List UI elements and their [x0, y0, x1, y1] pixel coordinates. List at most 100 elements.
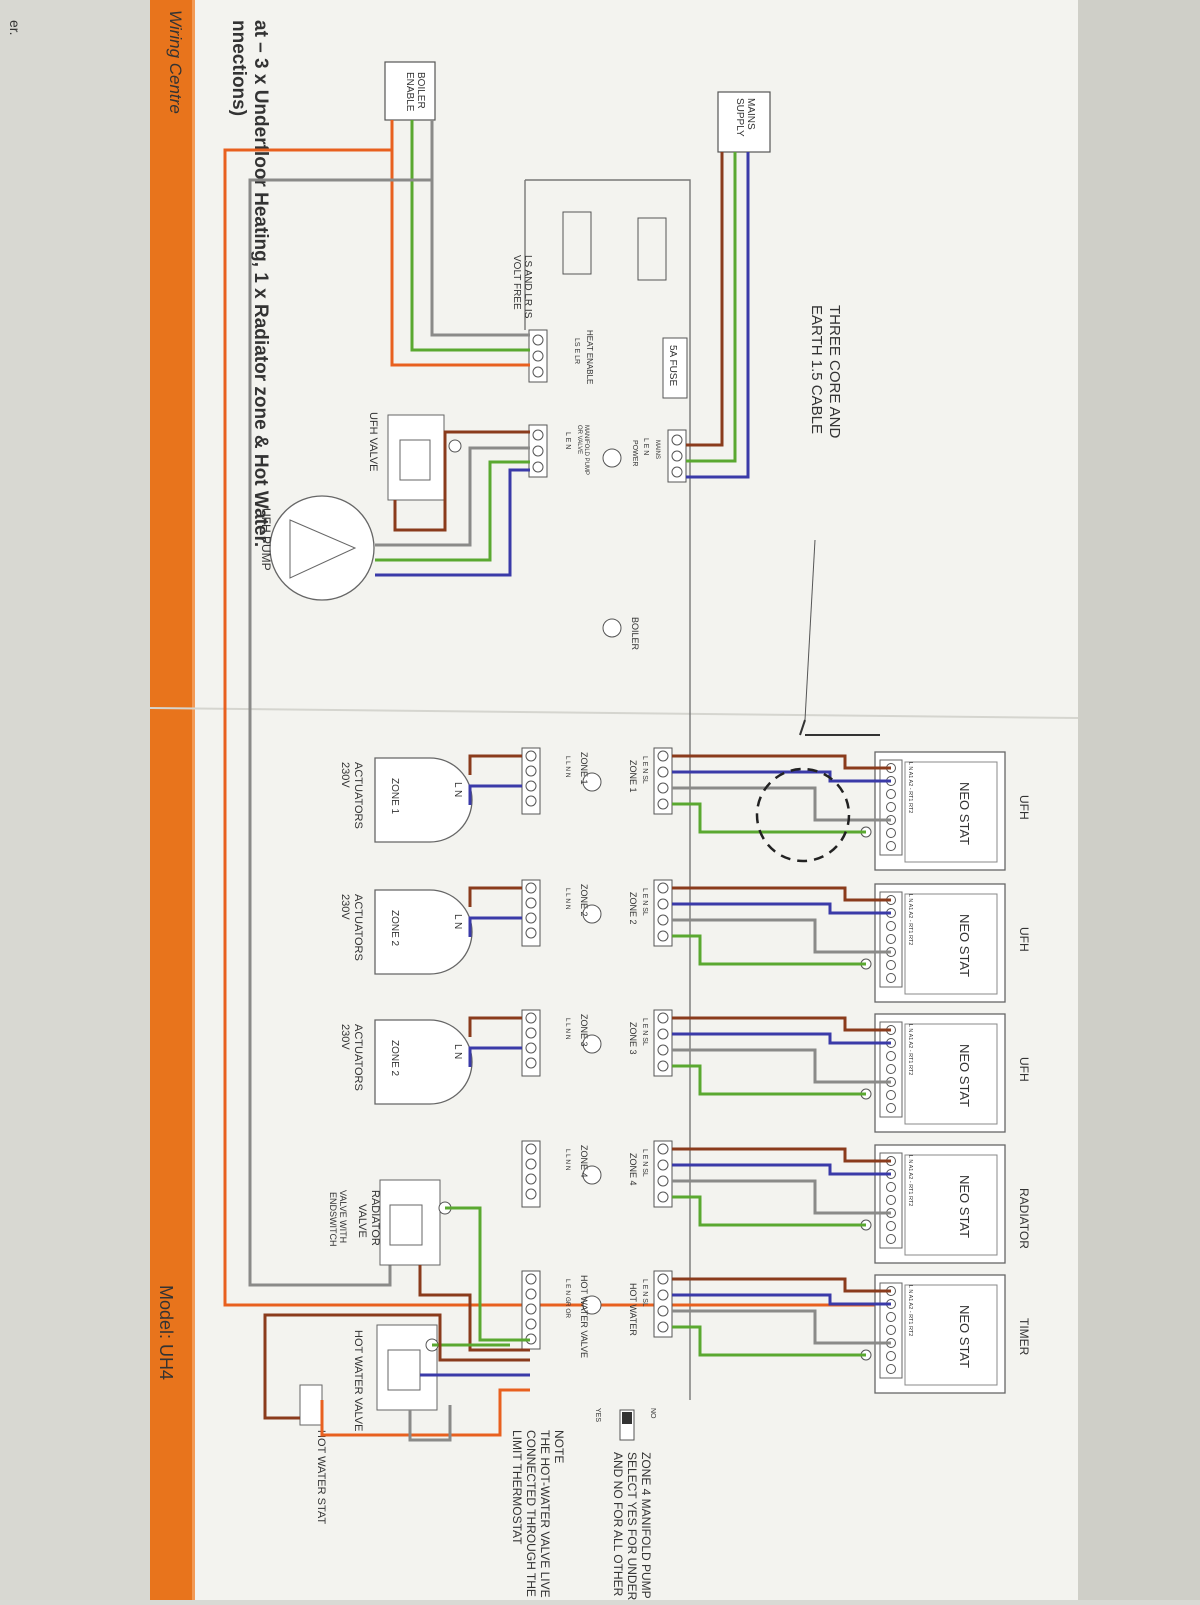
- note-line-2: CONNECTED THROUGH THE: [524, 1430, 538, 1597]
- thermostat-terminals: L N A1 A2 - RT1 RT2: [907, 762, 913, 813]
- model-label: Model: UH4: [156, 1285, 176, 1380]
- heat-enable-terms: LS E LR: [573, 338, 580, 364]
- diagram-title-line2: nnections): [228, 20, 249, 116]
- actuator-caption: ACTUATORS: [352, 762, 364, 829]
- boiler-enable-label: BOILER: [415, 72, 426, 109]
- boiler-enable-box: [384, 61, 436, 121]
- fuse-label: 5A FUSE: [667, 345, 678, 386]
- thermostat-name: NEO STAT: [957, 1044, 972, 1107]
- thermostat-heading: RADIATOR: [1017, 1188, 1031, 1249]
- cable-note: THREE CORE AND: [826, 305, 843, 439]
- mains-supply-label-2: SUPPLY: [734, 98, 745, 137]
- ufh-pump-label: UFH PUMP: [259, 508, 273, 571]
- zone-led: [582, 904, 602, 924]
- zone-top-terminals: L E N SL: [641, 888, 648, 916]
- power-label: POWER: [631, 440, 638, 466]
- cut-text: er.: [7, 20, 23, 36]
- manifold-len-label: L E N: [564, 432, 571, 449]
- thermostat-heading: UFH: [1017, 1057, 1031, 1082]
- zone-led: [582, 1295, 602, 1315]
- radiator-valve: [379, 1179, 441, 1266]
- actuator-voltage: 230V: [339, 762, 351, 788]
- zone-output-terminals: L E N GR OR: [564, 1279, 571, 1318]
- radiator-valve-label: RADIATOR: [369, 1190, 381, 1246]
- mains-len-label: L E N: [642, 438, 649, 455]
- zone-led: [582, 772, 602, 792]
- actuator-ln: L N: [452, 782, 463, 797]
- manifold-label-2: OR VALVE: [576, 425, 582, 454]
- zone-top-terminals: L E N SL: [641, 1018, 648, 1046]
- endswitch-label: VALVE WITH: [338, 1190, 348, 1243]
- zone-output-label: ZONE 1: [579, 752, 589, 785]
- ufh-pump: [269, 495, 375, 601]
- actuator-voltage: 230V: [339, 1024, 351, 1050]
- junction-highlight: [755, 767, 851, 863]
- thermostat-terminals: L N A1 A2 - RT1 RT2: [907, 894, 913, 945]
- zone-top-terminals: L E N SL: [641, 1149, 648, 1177]
- actuator-ln: L N: [452, 914, 463, 929]
- zone-label: HOT WATER: [628, 1283, 638, 1336]
- hot-water-stat-label: HOT WATER STAT: [315, 1430, 327, 1524]
- zone-output-label: ZONE 2: [579, 884, 589, 917]
- actuator-zone: ZONE 1: [389, 778, 400, 815]
- thermostat-name: NEO STAT: [957, 1305, 972, 1368]
- boiler-led: [602, 618, 622, 638]
- fuse-box: [662, 337, 688, 399]
- endswitch-label-2: ENDSWITCH: [328, 1192, 338, 1247]
- note-title: NOTE: [552, 1430, 566, 1463]
- zone-label: ZONE 2: [628, 892, 638, 925]
- radiator-valve-label-2: VALVE: [356, 1204, 368, 1238]
- thermostat-4: RADIATOR NEO STAT L N A1 A2 - RT1 RT2: [860, 1144, 1031, 1264]
- right-wiring: [263, 1206, 530, 1442]
- zone-output-terminals: L L N N: [564, 1018, 571, 1040]
- thermostat-terminals: L N A1 A2 - RT1 RT2: [907, 1285, 913, 1336]
- actuator-zone: ZONE 2: [389, 1040, 400, 1077]
- left-wiring: [223, 120, 1000, 1307]
- zone-label: ZONE 1: [628, 760, 638, 793]
- ufh-valve-label: UFH VALVE: [367, 412, 379, 472]
- note-line-3: LIMIT THERMOSTAT: [510, 1430, 524, 1545]
- switch-no-label: NO: [649, 1408, 656, 1419]
- note-line-1: THE HOT-WATER VALVE LIVE: [538, 1430, 552, 1598]
- thermostat-terminals: L N A1 A2 - RT1 RT2: [907, 1155, 913, 1206]
- orange-band: [150, 0, 192, 1600]
- manifold-label: MANIFOLD PUMP: [583, 425, 589, 475]
- zone-output-label: HOT WATER VALVE: [579, 1275, 589, 1358]
- mains-supply-label: MAINS: [745, 98, 756, 130]
- hot-water-stat: [299, 1384, 323, 1426]
- zone-top-terminals: L E N SL: [641, 756, 648, 784]
- boiler-enable-label-2: ENABLE: [404, 72, 415, 112]
- zone-output-terminals: L L N N: [564, 756, 571, 778]
- thermostat-name: NEO STAT: [957, 782, 972, 845]
- actuator-zone: ZONE 2: [389, 910, 400, 947]
- zone-label: ZONE 3: [628, 1022, 638, 1055]
- ufh-valve: [387, 414, 445, 501]
- boiler-led-label: BOILER: [630, 617, 640, 651]
- hot-water-valve-label: HOT WATER VALVE: [352, 1330, 364, 1431]
- thermostat-name: NEO STAT: [957, 1175, 972, 1238]
- ls-volt-free-note: LS AND LR IS: [522, 255, 533, 319]
- zone-label: ZONE 4: [628, 1153, 638, 1186]
- zone-top-terminals: L E N SL: [641, 1279, 648, 1307]
- zone-output-terminals: L L N N: [564, 888, 571, 910]
- zone-output-label: ZONE 3: [579, 1014, 589, 1047]
- thermostat-5: TIMER NEO STAT L N A1 A2 - RT1 RT2: [860, 1274, 1031, 1394]
- heat-enable-label: HEAT ENABLE: [585, 330, 594, 384]
- zone-led: [582, 1165, 602, 1185]
- thermostat-heading: TIMER: [1017, 1318, 1031, 1356]
- diagram-title: at – 3 x Underfloor Heating, 1 x Radiato…: [250, 20, 271, 547]
- ls-volt-free-note-2: VOLT FREE: [511, 255, 522, 310]
- switch-yes-label: YES: [594, 1408, 601, 1422]
- actuator-voltage: 230V: [339, 894, 351, 920]
- zone-led: [582, 1034, 602, 1054]
